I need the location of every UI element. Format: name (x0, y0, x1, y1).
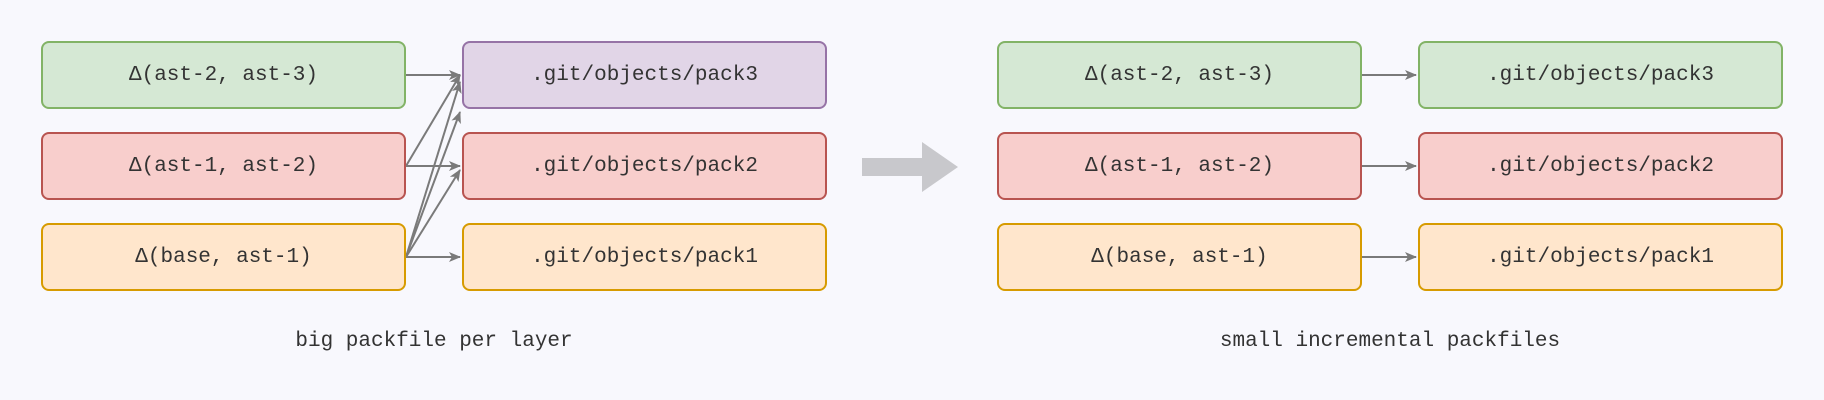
right-caption: small incremental packfiles (1219, 330, 1561, 353)
right-delta-ast1-ast2: Δ(ast-1, ast-2) (997, 132, 1362, 200)
right-delta-base-ast1: Δ(base, ast-1) (997, 223, 1362, 291)
connector-d2-p0 (405, 81, 462, 258)
left-delta-ast2-ast3: Δ(ast-2, ast-3) (41, 41, 406, 109)
left-pack3-box: .git/objects/pack3 (462, 41, 827, 109)
left-connectors (405, 70, 462, 262)
right-pack2-box: .git/objects/pack2 (1418, 132, 1783, 200)
right-pack3-box: .git/objects/pack3 (1418, 41, 1783, 109)
left-caption: big packfile per layer (295, 330, 573, 353)
right-pack1-box: .git/objects/pack1 (1418, 223, 1783, 291)
right-connectors (1362, 70, 1417, 262)
left-delta-ast1-ast2: Δ(ast-1, ast-2) (41, 132, 406, 200)
transition-arrow (862, 142, 958, 192)
left-delta-base-ast1: Δ(base, ast-1) (41, 223, 406, 291)
left-pack1-box: .git/objects/pack1 (462, 223, 827, 291)
connector-d2-p1 (405, 169, 461, 258)
connector-d2-p0b (405, 111, 461, 258)
left-pack2-box: .git/objects/pack2 (462, 132, 827, 200)
connector-d1-p0 (405, 74, 461, 167)
right-delta-ast2-ast3: Δ(ast-2, ast-3) (997, 41, 1362, 109)
